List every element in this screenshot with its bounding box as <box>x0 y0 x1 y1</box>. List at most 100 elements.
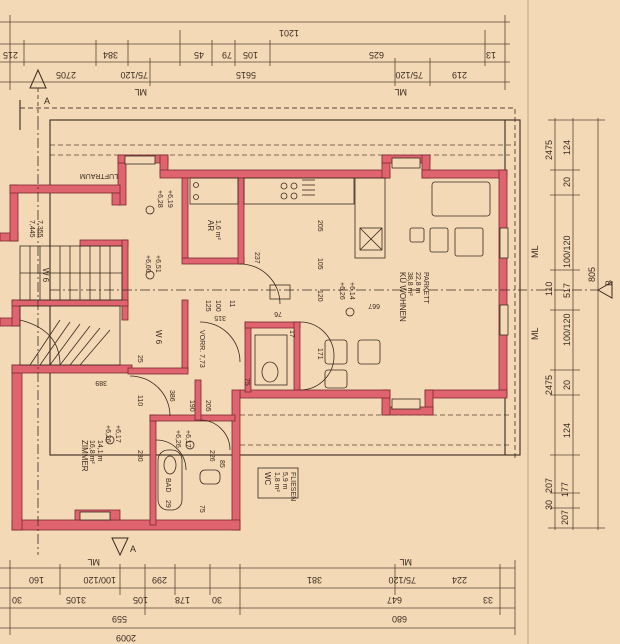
room-wc-name: WC <box>263 472 272 486</box>
inner-dim-14: 11 <box>228 300 235 307</box>
bottom-dim-11: 30 <box>212 595 222 605</box>
top-dim-2: 384 <box>103 50 118 60</box>
inner-dim-23: 75 <box>198 505 205 513</box>
section-marker-a-bottom: A <box>111 537 136 557</box>
right-ml-1: ML <box>530 245 540 258</box>
right-dim-7: 207 <box>560 510 570 525</box>
left-dim-1: 7,445 <box>28 220 35 238</box>
section-a-bottom-label: A <box>130 544 136 554</box>
top-dim-11: 75/120 <box>395 70 423 80</box>
room-wc-floor: FLIESEN <box>289 472 296 501</box>
bottom-dim-total: 2009 <box>116 633 136 643</box>
room-vorraum-name: VORR. 7,73 <box>198 330 205 368</box>
room-bad-name: BAD <box>164 478 171 492</box>
room-zimmer-name: ZIMMER <box>80 440 89 472</box>
level-6: +6,14 <box>348 282 355 300</box>
top-dim-total: 1201 <box>279 28 299 38</box>
inner-dim-1: 205 <box>316 220 323 232</box>
room-wohnen-area: 38,8 m² <box>406 272 413 296</box>
bottom-ml-2: ML <box>399 557 412 567</box>
bottom-dim-4: 381 <box>307 575 322 585</box>
room-zimmer-sub: 14,1 m <box>96 440 103 462</box>
top-dim-5: 105 <box>243 50 258 60</box>
top-dim-8: 2705 <box>56 70 76 80</box>
bottom-dim-7: 30 <box>12 595 22 605</box>
level-3: +6,60 <box>144 255 151 273</box>
right-dim-14: 124 <box>562 423 572 438</box>
inner-dim-21: 85 <box>218 460 225 468</box>
top-ml-1: ML <box>134 87 147 97</box>
right-dim-12: 100/120 <box>562 313 572 346</box>
top-dim-9: 75/120 <box>120 70 148 80</box>
right-dimension-labels: 2475 110 2475 207 30 177 207 124 20 100/… <box>530 140 597 525</box>
right-dim-4: 207 <box>544 478 554 493</box>
top-dim-12: 219 <box>452 70 467 80</box>
top-dim-10: 5615 <box>236 70 256 80</box>
right-ml-2: ML <box>530 327 540 340</box>
room-wc-area: 1,8 m² <box>273 472 280 493</box>
inner-dim-7: 110 <box>136 395 143 406</box>
top-dim-3: 45 <box>194 50 204 60</box>
inner-dim-9: 25 <box>136 355 143 363</box>
right-dim-5: 30 <box>544 500 554 510</box>
right-dimension-block <box>548 118 605 530</box>
room-ar-name: AR <box>206 220 215 231</box>
section-b-label: B <box>604 280 614 286</box>
inner-dim-6: 230 <box>136 450 143 462</box>
room-zimmer-area: 16,8 m² <box>88 440 95 464</box>
inner-dim-10: 75 <box>243 378 250 386</box>
inner-dim-22: 29 <box>164 500 171 508</box>
inner-dim-4: 667 <box>368 302 380 309</box>
room-wohnen-name: KÜ WOHNEN <box>398 272 407 322</box>
section-a-top-label: A <box>44 96 50 106</box>
right-dim-3: 2475 <box>544 375 554 395</box>
left-dim-2: 7,355 <box>36 220 43 238</box>
right-dim-8: 124 <box>562 140 572 155</box>
bottom-dim-2: 100/120 <box>83 575 116 585</box>
level-5: +6,26 <box>338 282 345 300</box>
wc-label-box <box>257 467 299 499</box>
inner-dim-18: 315 <box>214 314 226 321</box>
right-dim-13: 20 <box>562 380 572 390</box>
bottom-dimension-labels: 160 100/120 299 381 75/120 224 30 3105 1… <box>12 557 493 643</box>
inner-dim-2: 105 <box>316 258 323 270</box>
inner-dim-15: 205 <box>204 400 211 412</box>
room-wohnen-sub: 22,8 m <box>414 272 421 294</box>
left-dimension-labels: 7,445 7,355 <box>28 220 43 238</box>
inner-dim-16: 190 <box>188 400 195 412</box>
bottom-dim-6: 224 <box>452 575 467 585</box>
inner-dim-20: 226 <box>208 450 215 462</box>
room-labels: KÜ WOHNEN 38,8 m² 22,8 m PARKETT ZIMMER … <box>41 172 429 501</box>
level-10: +6,17 <box>184 430 191 448</box>
bottom-dim-14: 559 <box>112 614 127 624</box>
top-dim-4: 79 <box>222 50 232 60</box>
inner-dim-17: 386 <box>168 390 175 402</box>
inner-dim-19: 76 <box>274 310 282 317</box>
top-dim-1: 215 <box>3 50 18 60</box>
level-4: +6,51 <box>154 255 161 273</box>
bottom-dim-15: 680 <box>392 614 407 624</box>
room-ar-area: 1,6 m² <box>214 220 221 241</box>
inner-dim-24: 17 <box>288 330 295 338</box>
inner-dim-12: 125 <box>204 300 211 312</box>
bottom-dim-10: 178 <box>175 595 190 605</box>
inner-dim-3: 120 <box>316 290 323 302</box>
bottom-dim-3: 299 <box>152 575 167 585</box>
right-dim-9: 20 <box>562 177 572 187</box>
right-dim-total: 805 <box>587 267 597 282</box>
bottom-dim-12: 647 <box>387 595 402 605</box>
bottom-dim-5: 75/120 <box>388 575 416 585</box>
luftraum-label: LUFTRAUM <box>80 172 118 179</box>
bottom-ml-1: ML <box>87 557 100 567</box>
room-w6-2: W 6 <box>154 330 163 345</box>
inner-dim-8: 389 <box>95 379 107 386</box>
top-dim-7: 13 <box>486 50 496 60</box>
bottom-dim-8: 3105 <box>66 595 86 605</box>
room-wohnen-floor: PARKETT <box>422 272 429 304</box>
level-markers: +6,28 +6,19 +6,60 +6,51 +6,26 +6,14 +6,2… <box>104 190 355 450</box>
inner-dimension-labels: 205 105 120 667 171 230 110 389 25 75 23… <box>95 220 380 513</box>
windows <box>79 155 509 521</box>
